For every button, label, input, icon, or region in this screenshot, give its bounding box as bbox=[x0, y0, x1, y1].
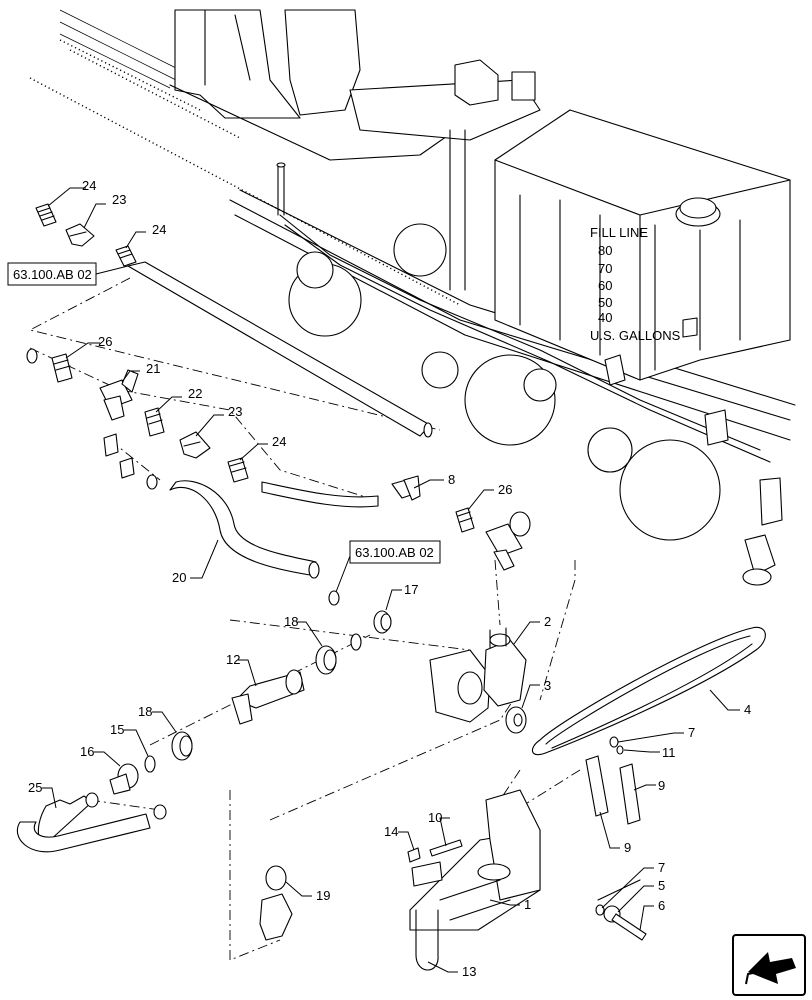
leader-lines bbox=[42, 187, 740, 973]
reference-box-1[interactable]: 63.100.AB 02 bbox=[7, 262, 97, 286]
part-12-pipe bbox=[231, 669, 305, 725]
tube-upper bbox=[127, 261, 431, 437]
reference-box-2[interactable]: 63.100.AB 02 bbox=[349, 540, 441, 564]
callout-3: 3 bbox=[544, 678, 551, 693]
part-9-strap-a bbox=[585, 755, 609, 817]
part-16-fitting bbox=[109, 763, 139, 795]
callout-24a: 24 bbox=[82, 178, 96, 193]
part-14-nut bbox=[407, 847, 421, 863]
callout-12: 12 bbox=[226, 652, 240, 667]
callout-18b: 18 bbox=[138, 704, 152, 719]
part-10-bolt bbox=[429, 839, 463, 857]
callout-26b: 26 bbox=[498, 482, 512, 497]
part-18-coupler-upper bbox=[315, 645, 337, 675]
callout-20: 20 bbox=[172, 570, 186, 585]
tank-gauge-40: 40 bbox=[598, 310, 612, 325]
small-fitting-a bbox=[103, 433, 119, 457]
callout-9b: 9 bbox=[624, 840, 631, 855]
part-24-barb-top bbox=[35, 203, 57, 227]
callout-2: 2 bbox=[544, 614, 551, 629]
callout-15: 15 bbox=[110, 722, 124, 737]
callouts: 24 23 24 26 21 22 23 24 8 26 20 17 2 18 … bbox=[28, 178, 751, 979]
callout-21: 21 bbox=[146, 361, 160, 376]
part-13-ubolt bbox=[415, 909, 439, 971]
callout-25: 25 bbox=[28, 780, 42, 795]
callout-6: 6 bbox=[658, 898, 665, 913]
small-ring-a bbox=[146, 474, 158, 490]
callout-13: 13 bbox=[462, 964, 476, 979]
callout-7b: 7 bbox=[658, 860, 665, 875]
part-8-elbow bbox=[391, 475, 421, 501]
part-7-pin-lower bbox=[595, 904, 605, 916]
tank-gauge-80: 80 bbox=[598, 243, 612, 258]
part-1-bracket bbox=[409, 789, 541, 931]
tank-gallons-label: U.S. GALLONS bbox=[590, 328, 681, 343]
parts bbox=[17, 203, 766, 971]
callout-22: 22 bbox=[188, 386, 202, 401]
part-7-pin-top bbox=[609, 736, 619, 748]
part-18-coupler-lower bbox=[171, 731, 193, 761]
part-24-barb-lower bbox=[227, 457, 249, 483]
callout-24c: 24 bbox=[272, 434, 286, 449]
tank-fill-line-label: FILL LINE bbox=[590, 225, 648, 240]
part-6-bolt bbox=[611, 913, 647, 941]
small-fitting-b bbox=[119, 457, 135, 479]
callout-23b: 23 bbox=[228, 404, 242, 419]
callout-8: 8 bbox=[448, 472, 455, 487]
part-11-washer bbox=[616, 745, 624, 755]
part-3-sprocket bbox=[505, 706, 527, 734]
part-21-tee bbox=[99, 369, 139, 421]
callout-11: 11 bbox=[662, 745, 676, 760]
callout-5: 5 bbox=[658, 878, 665, 893]
oring-15 bbox=[144, 755, 156, 773]
part-9-strap-b bbox=[619, 763, 641, 825]
part-19-elbow bbox=[259, 865, 293, 941]
callout-9a: 9 bbox=[658, 778, 665, 793]
tank-gauge-70: 70 bbox=[598, 261, 612, 276]
planter-frame: FILL LINE 80 70 60 50 40 U.S. GALLONS bbox=[29, 9, 796, 586]
tank-gauge-60: 60 bbox=[598, 278, 612, 293]
svg-text:63.100.AB 02: 63.100.AB 02 bbox=[355, 545, 434, 560]
tank-gauge-50: 50 bbox=[598, 295, 612, 310]
svg-text:63.100.AB 02: 63.100.AB 02 bbox=[13, 267, 92, 282]
callout-10: 10 bbox=[428, 810, 442, 825]
arrow-icon[interactable] bbox=[732, 934, 806, 996]
part-2-pump bbox=[429, 627, 527, 723]
callout-16: 16 bbox=[80, 744, 94, 759]
callout-23a: 23 bbox=[112, 192, 126, 207]
part-26-barb-left bbox=[26, 348, 73, 383]
callout-4: 4 bbox=[744, 702, 751, 717]
part-23-clamp-top bbox=[65, 223, 95, 247]
part-23-clamp-mid bbox=[179, 431, 211, 459]
part-17-coupler bbox=[373, 610, 392, 634]
part-4-belt bbox=[531, 626, 766, 756]
part-24-barb-mid bbox=[115, 245, 137, 267]
callout-7a: 7 bbox=[688, 725, 695, 740]
callout-26a: 26 bbox=[98, 334, 112, 349]
part-valve-tee bbox=[485, 511, 531, 571]
oring-a bbox=[350, 633, 362, 651]
callout-14: 14 bbox=[384, 824, 398, 839]
part-26-barb-right bbox=[455, 507, 475, 533]
callout-18a: 18 bbox=[284, 614, 298, 629]
callout-17: 17 bbox=[404, 582, 418, 597]
callout-24b: 24 bbox=[152, 222, 166, 237]
callout-19: 19 bbox=[316, 888, 330, 903]
callout-1: 1 bbox=[524, 897, 531, 912]
tube-wavy bbox=[261, 481, 379, 508]
part-22-barb bbox=[144, 407, 165, 437]
